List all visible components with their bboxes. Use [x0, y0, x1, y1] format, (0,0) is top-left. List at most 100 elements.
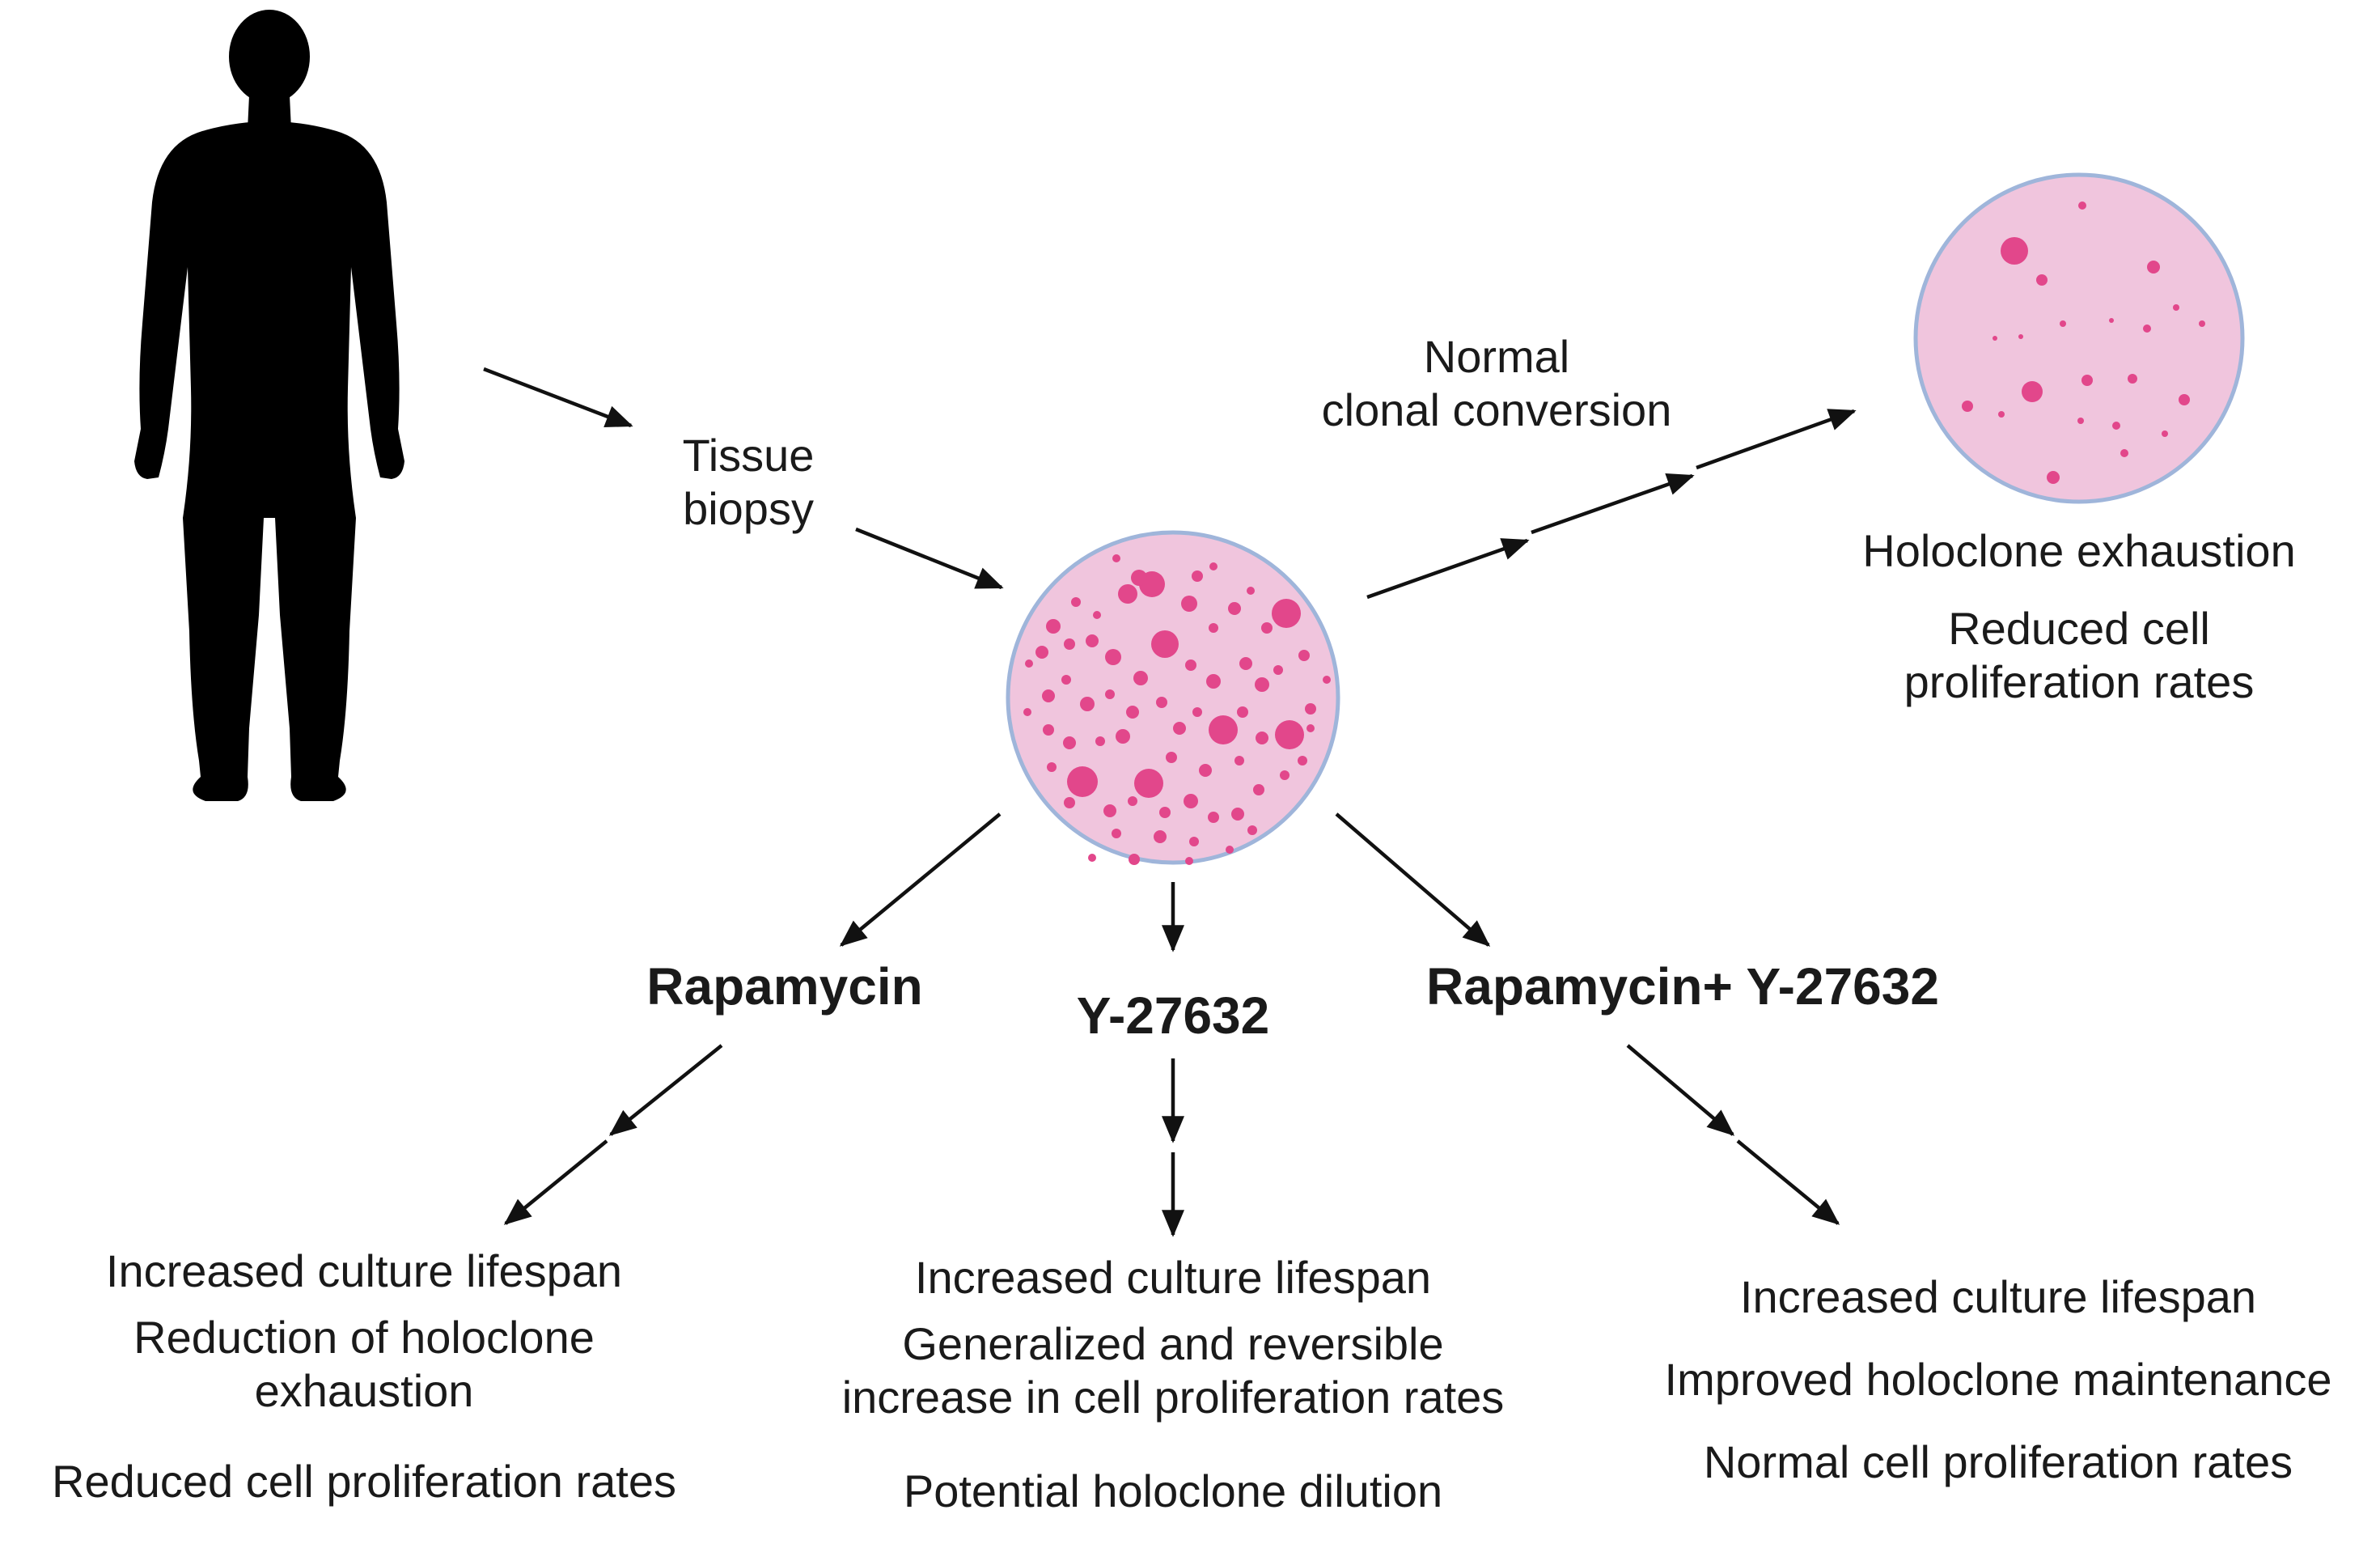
colony-dot [1275, 720, 1304, 749]
colony-dot [1209, 623, 1218, 633]
colony-dot [1185, 857, 1193, 865]
colony-dot [2081, 375, 2093, 386]
colony-dot [1067, 766, 1098, 797]
colony-dot [1192, 707, 1202, 717]
arrow-dish-to-normal-segment-3 [1696, 409, 1857, 470]
y27632-outcomes: Increased culture lifespan Generalized a… [793, 1251, 1553, 1518]
colony-dot [2060, 320, 2066, 327]
colony-dot [1128, 796, 1137, 806]
colony-dot [1305, 703, 1316, 715]
colony-dot [1208, 812, 1219, 823]
colony-dot [1061, 675, 1071, 685]
y27632-outcome-holoclone-dilution: Potential holoclone dilution [903, 1465, 1443, 1516]
colony-dot [1129, 854, 1140, 865]
colony-dot [1046, 619, 1061, 634]
colony-dot [2077, 418, 2084, 424]
colony-dot [2047, 471, 2060, 484]
colony-dot [2147, 261, 2160, 274]
colony-dot [1134, 769, 1163, 798]
y27632-outcome-increase-proliferation: increase in cell proliferation rates [841, 1372, 1505, 1423]
colony-dot [1042, 689, 1055, 702]
colony-dot [1064, 797, 1075, 808]
colony-dot [1231, 808, 1244, 821]
normal-outcomes: Holoclone exhaustion Reduced cell prolif… [1796, 524, 2362, 709]
colony-dot [1189, 837, 1199, 846]
normal-conversion-line-1: Normal [1423, 331, 1570, 382]
colony-dot [1103, 804, 1116, 817]
colony-dot [1086, 634, 1099, 647]
colony-dot [2109, 318, 2114, 323]
colony-dot [1116, 729, 1130, 744]
colony-dot [1239, 657, 1252, 670]
colony-dot [1993, 336, 1997, 341]
colony-dot [1209, 562, 1218, 570]
colony-dot [1228, 602, 1241, 615]
colony-dot [1192, 570, 1203, 582]
colony-dot [1173, 722, 1186, 735]
colony-dot [1131, 570, 1147, 586]
y27632-outcome-generalized-reversible: Generalized and reversible [902, 1318, 1444, 1369]
normal-outcome-proliferation-rates: proliferation rates [1904, 656, 2255, 707]
colony-dot [2112, 422, 2120, 430]
colony-dot [1998, 411, 2005, 418]
colony-dot [1166, 752, 1177, 763]
colony-dot [1047, 762, 1057, 772]
colony-dot [1064, 638, 1075, 650]
normal-clonal-conversion-label: Normal clonal conversion [1262, 330, 1731, 437]
colony-dot [1280, 770, 1290, 780]
combo-outcome-normal-proliferation: Normal cell proliferation rates [1703, 1436, 2293, 1487]
colony-dot [1112, 554, 1120, 562]
arrow-dish-to-normal-segment-1 [1366, 538, 1530, 600]
rapamycin-outcome-exhaustion: exhaustion [254, 1365, 474, 1416]
colony-dot [1199, 764, 1212, 777]
colony-dot [1154, 830, 1167, 843]
colony-dot [2120, 449, 2128, 457]
colony-dot [1159, 807, 1171, 818]
colony-dot [2128, 374, 2137, 384]
colony-dot [2173, 304, 2179, 311]
tissue-biopsy-line-2: biopsy [683, 483, 814, 534]
culture-dish-icon [1006, 530, 1340, 865]
culture-dish-icon [1913, 172, 2245, 504]
colony-dot [1023, 708, 1031, 716]
colony-dot [2001, 237, 2028, 265]
colony-dot [1184, 794, 1198, 808]
colony-dot [1181, 596, 1197, 612]
colony-dot [1298, 650, 1310, 661]
rapamycin-outcome-reduced-proliferation: Reduced cell proliferation rates [52, 1456, 676, 1507]
colony-dot [1095, 736, 1105, 746]
arrow-dish-to-combo [1335, 812, 1491, 947]
colony-dot [2143, 324, 2151, 333]
colony-dot [2199, 320, 2205, 327]
colony-dot [2078, 201, 2086, 210]
rapamycin-outcomes: Increased culture lifespan Reduction of … [0, 1245, 728, 1508]
colony-dot [1226, 846, 1234, 854]
colony-dot [1206, 674, 1221, 689]
colony-dot [1962, 401, 1973, 412]
colony-dot [1080, 697, 1095, 711]
arrow-dish-to-rapamycin [839, 812, 1002, 947]
colony-dot [2018, 334, 2023, 339]
colony-dot [1035, 646, 1048, 659]
colony-dot [1025, 659, 1033, 668]
colony-dot [1306, 724, 1315, 732]
colony-dot [1112, 829, 1121, 838]
colony-dot [1253, 784, 1264, 795]
colony-dot [1256, 732, 1268, 744]
colony-dot [1272, 599, 1301, 628]
colony-dot [1247, 825, 1257, 835]
arrow-rapamycin-to-outcomes-segment-2 [503, 1139, 608, 1225]
treatment-rapamycin: Rapamycin [646, 957, 923, 1016]
colony-dot [1234, 756, 1244, 766]
colony-dot [1126, 706, 1139, 719]
colony-dot [2179, 394, 2190, 405]
colony-dot [1105, 689, 1115, 699]
human-silhouette-icon [134, 10, 404, 801]
arrow-rapamycin-to-outcomes-segment-1 [608, 1044, 723, 1136]
colony-dot [1247, 587, 1255, 595]
colony-dot [1071, 597, 1081, 607]
combo-outcome-culture-lifespan: Increased culture lifespan [1739, 1271, 2257, 1322]
tissue-biopsy-label: Tissue biopsy [647, 429, 849, 536]
colony-dot [1323, 676, 1331, 684]
colony-dot [1151, 630, 1179, 658]
